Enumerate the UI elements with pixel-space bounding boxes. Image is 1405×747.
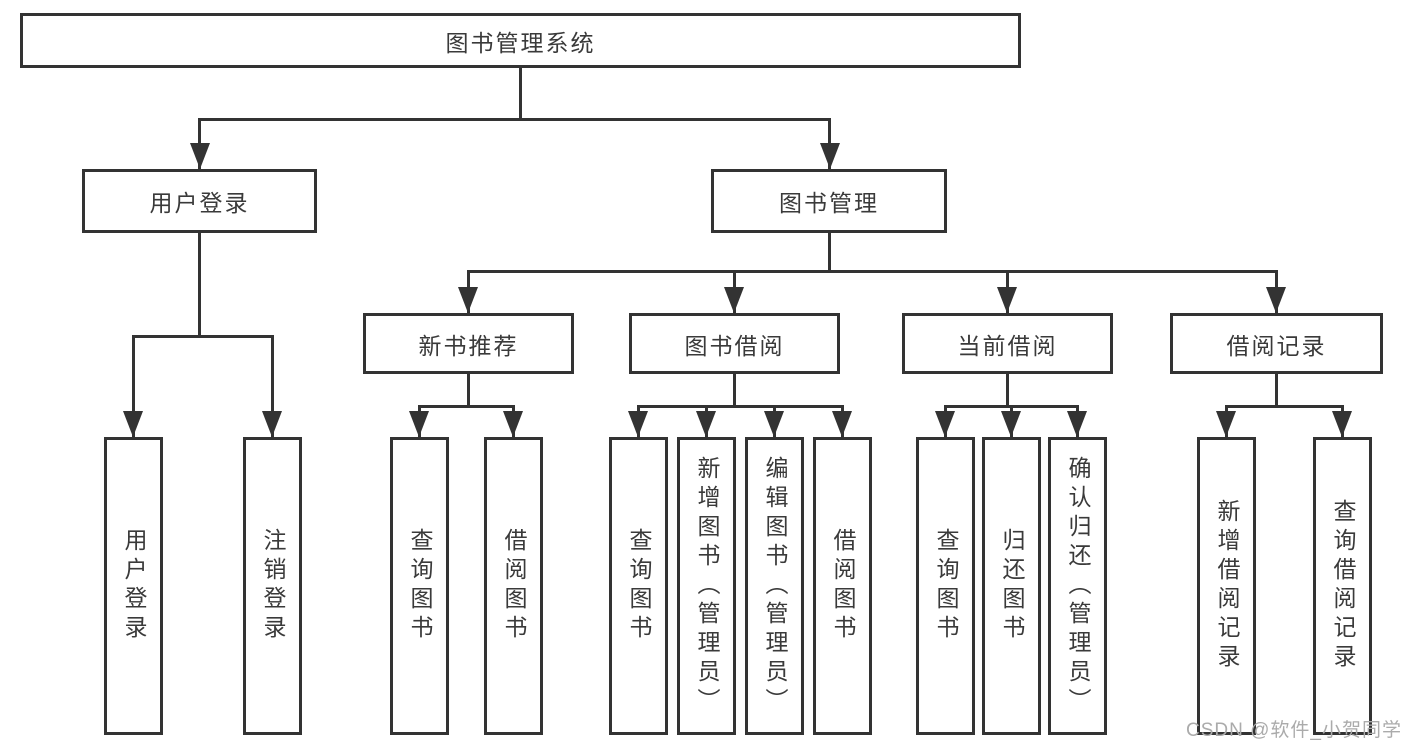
- node-label: 查询图书: [933, 528, 959, 644]
- arrowhead-book-borrow: [724, 287, 744, 313]
- arrowhead-leaf-logout: [262, 411, 282, 437]
- node-label: 借阅图书: [501, 528, 527, 644]
- leaf-query-books-1: 查询图书: [390, 437, 449, 735]
- leaf-add-borrow-record: 新增借阅记录: [1197, 437, 1256, 735]
- node-label: 查询图书: [626, 528, 652, 644]
- connector-user-login-stem: [198, 233, 201, 337]
- node-label: 用户登录: [149, 190, 250, 216]
- node-label: 新书推荐: [418, 332, 519, 359]
- leaf-borrow-books-2: 借阅图书: [813, 437, 872, 735]
- node-book-management: 图书管理: [711, 169, 947, 233]
- node-label: 注销登录: [260, 528, 286, 644]
- connector-borrow-records-stem: [1275, 374, 1278, 407]
- node-label: 图书借阅: [684, 332, 785, 359]
- node-label: 新增图书（管理员）: [694, 455, 720, 717]
- arrowhead-leaf-login: [123, 411, 143, 437]
- node-book-borrow: 图书借阅: [629, 313, 840, 374]
- connector-bus-borrow-records: [1225, 405, 1344, 408]
- arrowhead-leaf-8: [832, 411, 852, 437]
- node-user-login: 用户登录: [82, 169, 317, 233]
- node-label: 确认归还（管理员）: [1065, 455, 1091, 717]
- arrowhead-leaf-7: [764, 411, 784, 437]
- leaf-return-books: 归还图书: [982, 437, 1041, 735]
- arrowhead-leaf-5: [628, 411, 648, 437]
- connector-bus-user-login: [132, 335, 274, 338]
- node-label: 当前借阅: [957, 332, 1058, 359]
- connector-bus-new-book: [418, 405, 515, 408]
- arrowhead-user-login: [190, 143, 210, 169]
- node-label: 用户登录: [121, 528, 147, 644]
- node-label: 归还图书: [999, 528, 1025, 644]
- connector-book-management-stem: [828, 233, 831, 273]
- node-label: 借阅记录: [1226, 332, 1327, 359]
- connector-drop-leaf-login: [132, 335, 135, 437]
- leaf-add-book-admin: 新增图书（管理员）: [677, 437, 736, 735]
- arrowhead-new-book: [458, 287, 478, 313]
- connector-book-borrow-stem: [733, 374, 736, 407]
- arrowhead-leaf-3: [409, 411, 429, 437]
- connector-bus-level2: [198, 118, 831, 121]
- leaf-edit-book-admin: 编辑图书（管理员）: [745, 437, 804, 735]
- connector-root-stem: [519, 68, 522, 120]
- arrowhead-leaf-9: [935, 411, 955, 437]
- node-borrow-records: 借阅记录: [1170, 313, 1383, 374]
- connector-current-borrow-stem: [1006, 374, 1009, 407]
- connector-drop-leaf-logout: [271, 335, 274, 437]
- leaf-user-login: 用户登录: [104, 437, 163, 735]
- node-label: 查询借阅记录: [1330, 499, 1356, 673]
- leaf-query-books-3: 查询图书: [916, 437, 975, 735]
- arrowhead-borrow-records: [1266, 287, 1286, 313]
- node-label: 查询图书: [407, 528, 433, 644]
- leaf-borrow-books-1: 借阅图书: [484, 437, 543, 735]
- leaf-confirm-return-admin: 确认归还（管理员）: [1048, 437, 1107, 735]
- connector-new-book-stem: [467, 374, 470, 407]
- arrowhead-leaf-13: [1332, 411, 1352, 437]
- arrowhead-leaf-10: [1001, 411, 1021, 437]
- arrowhead-leaf-6: [696, 411, 716, 437]
- leaf-query-books-2: 查询图书: [609, 437, 668, 735]
- connector-bus-level3: [467, 270, 1278, 273]
- connector-bus-book-borrow: [637, 405, 844, 408]
- csdn-watermark: CSDN @软件_小贺同学: [1186, 720, 1402, 741]
- node-library-management-system: 图书管理系统: [20, 13, 1021, 68]
- leaf-logout: 注销登录: [243, 437, 302, 735]
- node-current-borrow: 当前借阅: [902, 313, 1113, 374]
- arrowhead-book-management: [820, 143, 840, 169]
- leaf-query-borrow-record: 查询借阅记录: [1313, 437, 1372, 735]
- arrowhead-leaf-12: [1216, 411, 1236, 437]
- node-label: 图书管理: [779, 190, 879, 216]
- node-label: 借阅图书: [830, 528, 856, 644]
- node-label: 编辑图书（管理员）: [762, 455, 788, 717]
- arrowhead-current-borrow: [997, 287, 1017, 313]
- node-label: 图书管理系统: [445, 29, 596, 56]
- node-new-book-recommend: 新书推荐: [363, 313, 574, 374]
- node-label: 新增借阅记录: [1214, 499, 1240, 673]
- arrowhead-leaf-4: [503, 411, 523, 437]
- arrowhead-leaf-11: [1067, 411, 1087, 437]
